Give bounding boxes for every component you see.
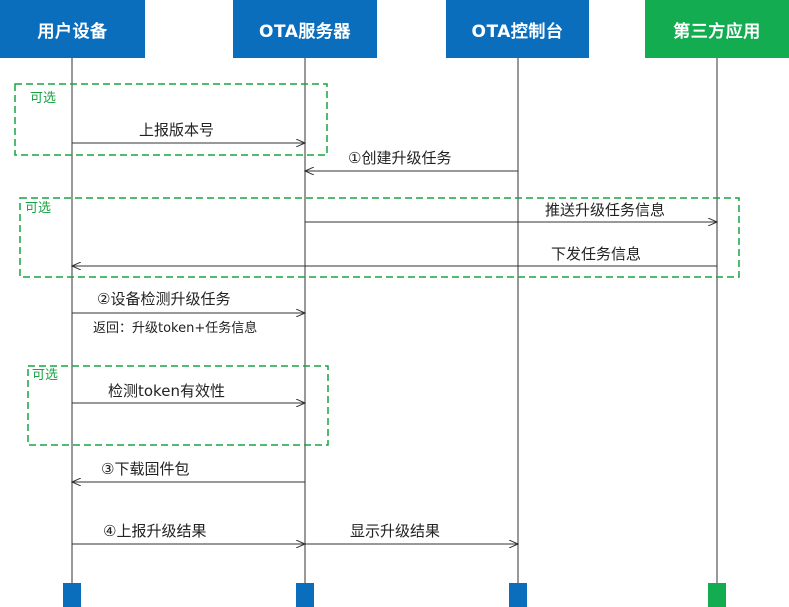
- message-label-check-upgrade-task: ②设备检测升级任务: [97, 290, 231, 308]
- participant-ota-console: OTA控制台: [446, 0, 589, 58]
- optional-label-2: 可选: [25, 201, 52, 216]
- optional-frame-1: [14, 83, 328, 156]
- message-label-report-result: ④上报升级结果: [103, 522, 207, 540]
- message-label-issue-task-info: 下发任务信息: [551, 245, 642, 263]
- message-label-report-version: 上报版本号: [139, 121, 215, 139]
- message-label-show-result: 显示升级结果: [350, 522, 441, 540]
- message-label-check-token: 检测token有效性: [108, 382, 225, 400]
- participant-user-device: 用户设备: [0, 0, 145, 58]
- participant-label: OTA控制台: [471, 21, 564, 42]
- participant-label: OTA服务器: [259, 21, 351, 42]
- participant-third-party-app: 第三方应用: [645, 0, 789, 58]
- message-label-push-task-info: 推送升级任务信息: [545, 201, 666, 219]
- optional-label-3: 可选: [32, 368, 59, 383]
- participant-label: 第三方应用: [673, 21, 761, 42]
- lifeline-end-third-party-app: [708, 583, 726, 607]
- participant-ota-server: OTA服务器: [233, 0, 377, 58]
- message-label-create-task: ①创建升级任务: [348, 149, 452, 167]
- optional-frame-2: [19, 197, 740, 278]
- message-label-download-firmware: ③下载固件包: [101, 460, 190, 478]
- lifeline-end-user-device: [63, 583, 81, 607]
- lifeline-end-ota-server: [296, 583, 314, 607]
- optional-label-1: 可选: [30, 91, 57, 106]
- participant-label: 用户设备: [37, 21, 108, 42]
- optional-frame-3: [27, 365, 329, 446]
- message-label-return-token: 返回：升级token+任务信息: [93, 321, 258, 336]
- lifeline-end-ota-console: [509, 583, 527, 607]
